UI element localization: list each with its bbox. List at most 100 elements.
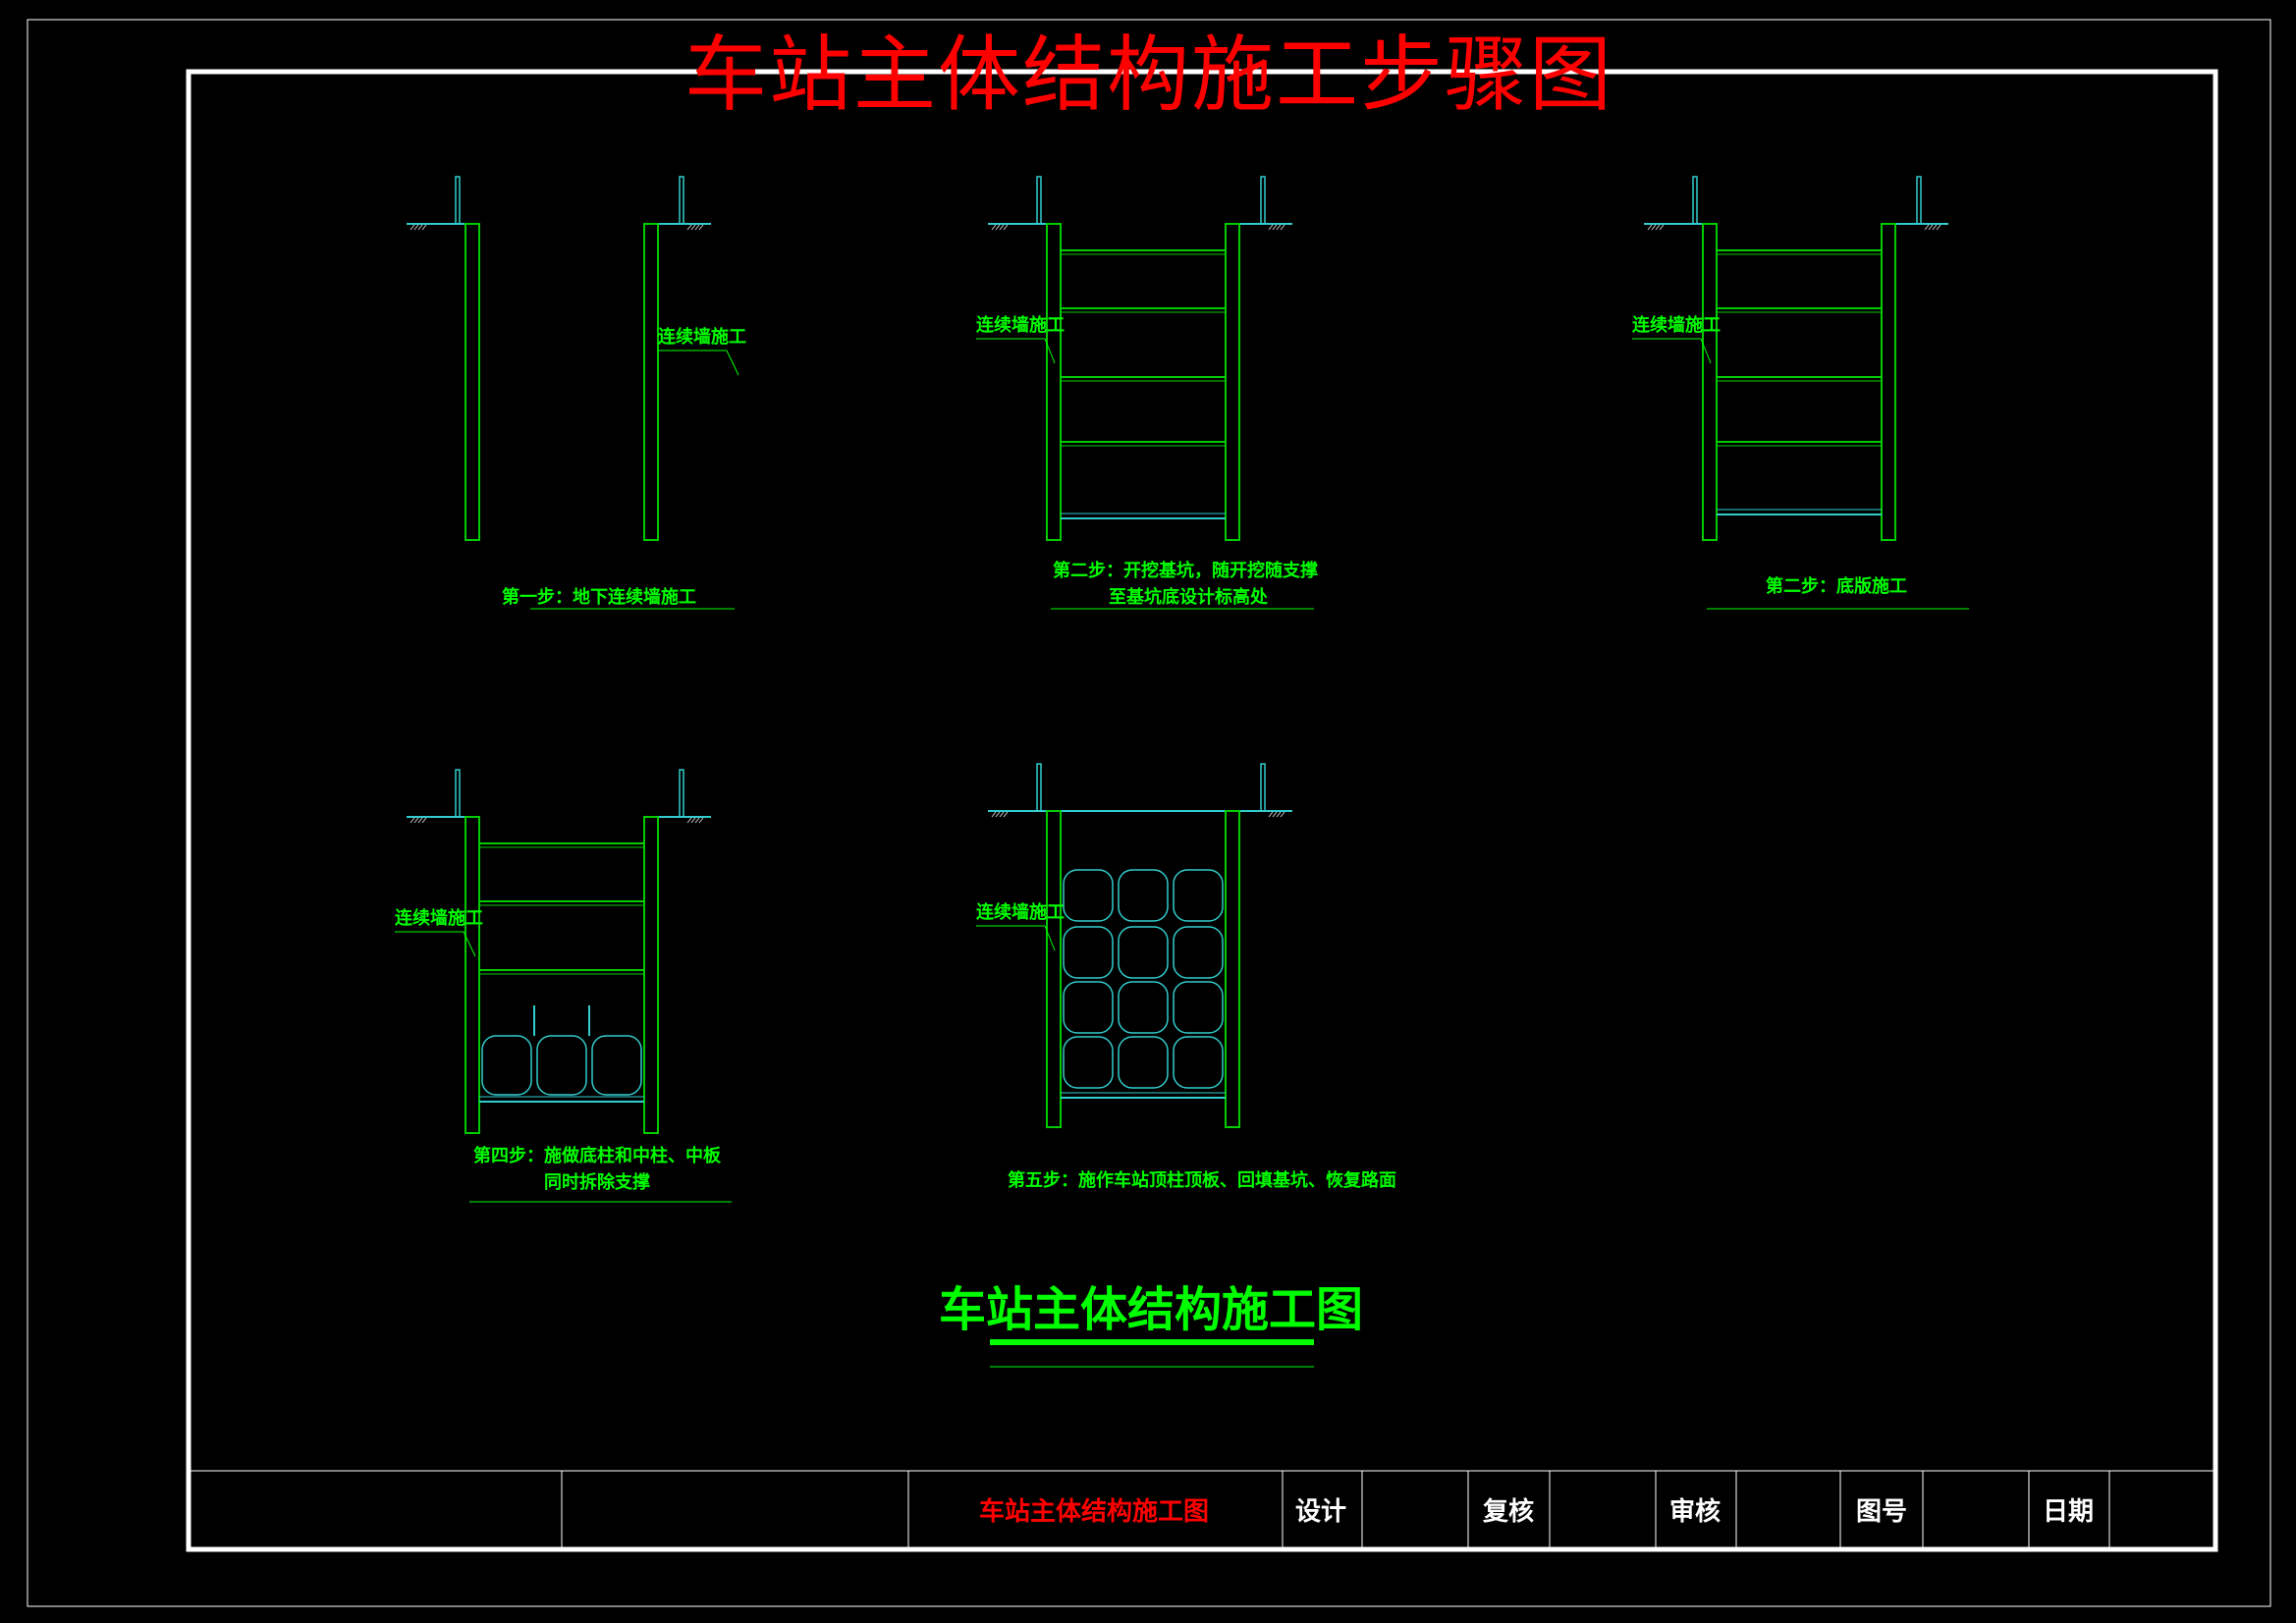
step3-section: 连续墙施工 bbox=[1632, 176, 1948, 541]
wall-label: 连续墙施工 bbox=[976, 314, 1065, 336]
soil-hatch bbox=[1280, 224, 1285, 231]
title-block-date: 日期 bbox=[2043, 1497, 2094, 1527]
structure-cell bbox=[1063, 1036, 1114, 1089]
structure-cell bbox=[1173, 1036, 1224, 1089]
structure-cell bbox=[1173, 981, 1224, 1034]
soil-hatch bbox=[410, 817, 415, 824]
soil-hatch bbox=[417, 224, 423, 231]
wall-label: 连续墙施工 bbox=[658, 326, 746, 348]
wall-label-leader bbox=[1044, 338, 1056, 364]
soil-hatch bbox=[1659, 224, 1665, 231]
soil-hatch bbox=[1651, 224, 1657, 231]
soil-hatch bbox=[999, 224, 1005, 231]
guide-post-left bbox=[455, 176, 461, 225]
diaphragm-wall-right bbox=[1881, 223, 1896, 541]
soil-hatch bbox=[1655, 224, 1661, 231]
inner-frame bbox=[186, 69, 2218, 1552]
soil-hatch bbox=[1272, 811, 1278, 818]
step1-section: 连续墙施工 bbox=[407, 176, 746, 541]
wall-label: 连续墙施工 bbox=[976, 901, 1065, 923]
title-block: 车站主体结构施工图 设计 复核 审核 图号 日期 bbox=[189, 1470, 2215, 1549]
soil-hatch bbox=[690, 817, 696, 824]
guide-post-right bbox=[679, 769, 684, 818]
outer-frame bbox=[27, 19, 2271, 1607]
diaphragm-wall-left bbox=[465, 816, 480, 1134]
step-captions: 第一步：地下连续墙施工 第二步：开挖基坑，随开挖随支撑 至基坑底设计标高处 第二… bbox=[469, 560, 1969, 1203]
soil-hatch bbox=[421, 817, 427, 824]
guide-post-right bbox=[679, 176, 684, 225]
soil-hatch bbox=[410, 224, 415, 231]
wall-label: 连续墙施工 bbox=[395, 907, 483, 929]
title-block-design: 设计 bbox=[1295, 1497, 1346, 1527]
soil-hatch bbox=[694, 817, 700, 824]
soil-hatch bbox=[698, 817, 704, 824]
soil-hatch bbox=[1932, 224, 1938, 231]
wall-label-leader bbox=[1044, 925, 1056, 951]
step4-caption-line1: 第四步：施做底柱和中柱、中板 bbox=[473, 1145, 722, 1166]
diaphragm-wall-left bbox=[465, 223, 480, 541]
guide-post-left bbox=[455, 769, 461, 818]
wall-label-leader bbox=[726, 350, 739, 376]
soil-hatch bbox=[1276, 811, 1282, 818]
structure-cell bbox=[591, 1035, 642, 1096]
structure-cell bbox=[536, 1035, 587, 1096]
soil-hatch bbox=[413, 817, 419, 824]
soil-hatch bbox=[991, 811, 997, 818]
soil-hatch bbox=[1272, 224, 1278, 231]
soil-hatch bbox=[1268, 811, 1274, 818]
diaphragm-wall-left bbox=[1046, 223, 1062, 541]
soil-hatch bbox=[995, 811, 1001, 818]
wall-label: 连续墙施工 bbox=[1632, 314, 1721, 336]
step2-caption-line2: 至基坑底设计标高处 bbox=[1109, 586, 1269, 608]
guide-post-right bbox=[1916, 176, 1922, 225]
structure-cell bbox=[1118, 1036, 1169, 1089]
soil-hatch bbox=[1280, 811, 1285, 818]
soil-hatch bbox=[1003, 224, 1009, 231]
soil-hatch bbox=[686, 817, 692, 824]
step1-caption: 第一步：地下连续墙施工 bbox=[502, 586, 696, 608]
guide-post-left bbox=[1036, 763, 1042, 812]
wall-label-leader bbox=[463, 931, 476, 957]
step5-caption: 第五步：施作车站顶柱顶板、回填基坑、恢复路面 bbox=[1008, 1169, 1396, 1191]
soil-hatch bbox=[1647, 224, 1653, 231]
diaphragm-wall-right bbox=[1225, 223, 1240, 541]
soil-hatch bbox=[690, 224, 696, 231]
guide-post-right bbox=[1260, 176, 1266, 225]
structure-cell bbox=[1063, 869, 1114, 922]
diaphragm-wall-left bbox=[1046, 810, 1062, 1128]
main-title: 车站主体结构施工步骤图 bbox=[684, 27, 1613, 123]
diaphragm-wall-left bbox=[1702, 223, 1718, 541]
soil-hatch bbox=[694, 224, 700, 231]
title-block-review: 审核 bbox=[1669, 1496, 1721, 1527]
soil-hatch bbox=[1936, 224, 1941, 231]
soil-hatch bbox=[421, 224, 427, 231]
structure-cell bbox=[1173, 869, 1224, 922]
structure-cell bbox=[1063, 926, 1114, 979]
sub-title: 车站主体结构施工图 bbox=[939, 1282, 1363, 1337]
step3-caption: 第二步：底版施工 bbox=[1766, 575, 1907, 597]
step2-caption-line1: 第二步：开挖基坑，随开挖随支撑 bbox=[1053, 560, 1318, 581]
step4-section: 连续墙施工 bbox=[395, 769, 711, 1134]
step4-caption-line2: 同时拆除支撑 bbox=[544, 1171, 650, 1193]
step5-section: 连续墙施工 bbox=[976, 763, 1292, 1128]
title-block-check: 复核 bbox=[1483, 1496, 1534, 1527]
soil-hatch bbox=[1276, 224, 1282, 231]
soil-hatch bbox=[1928, 224, 1934, 231]
soil-hatch bbox=[686, 224, 692, 231]
soil-hatch bbox=[1268, 224, 1274, 231]
soil-hatch bbox=[991, 224, 997, 231]
guide-post-left bbox=[1036, 176, 1042, 225]
diaphragm-wall-right bbox=[1225, 810, 1240, 1128]
structure-cell bbox=[1118, 981, 1169, 1034]
guide-post-left bbox=[1692, 176, 1698, 225]
title-block-drawing-name: 车站主体结构施工图 bbox=[979, 1496, 1209, 1527]
structure-cell bbox=[1173, 926, 1224, 979]
soil-hatch bbox=[1924, 224, 1930, 231]
structure-cell bbox=[1063, 981, 1114, 1034]
guide-post-right bbox=[1260, 763, 1266, 812]
soil-hatch bbox=[999, 811, 1005, 818]
soil-hatch bbox=[417, 817, 423, 824]
diaphragm-wall-right bbox=[643, 223, 659, 541]
structure-cell bbox=[1118, 869, 1169, 922]
